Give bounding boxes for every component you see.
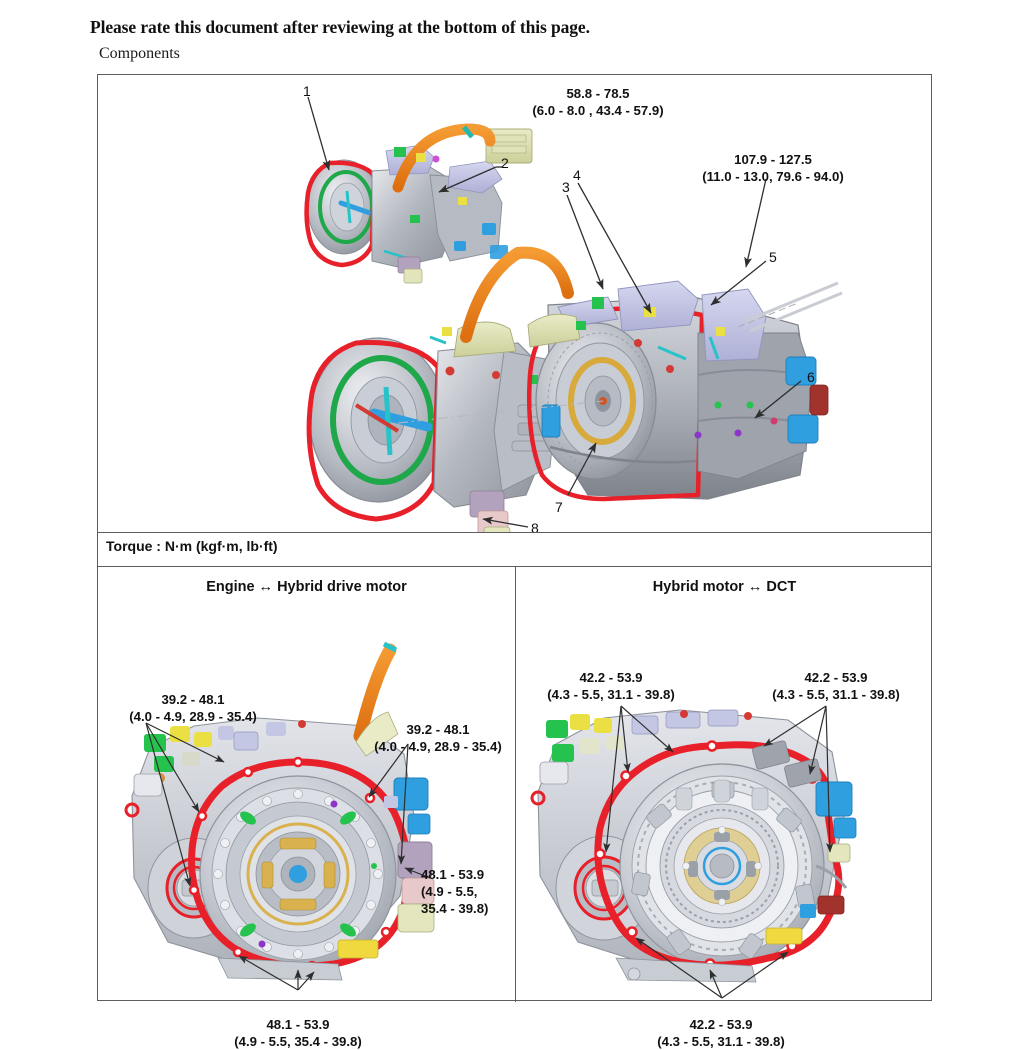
torque-value-line1: 48.1 - 53.9 (266, 1017, 330, 1032)
torque-value-line2: (4.9 - 5.5, 35.4 - 39.8) (234, 1034, 362, 1049)
torque-spec-left-upper: 39.2 - 48.1 (4.0 - 4.9, 28.9 - 35.4) (98, 691, 288, 725)
torque-unit-note: Torque : N·m (kgf·m, lb·ft) (106, 538, 278, 554)
leader-line-right-b (397, 743, 409, 865)
leader-line-right-a (763, 705, 827, 747)
torque-spec-top-center: 58.8 - 78.5 (6.0 - 8.0 , 43.4 - 57.9) (498, 85, 698, 119)
page-title: Components (99, 45, 180, 62)
leader-line-bottom-c (297, 971, 315, 991)
callout-number-4: 4 (573, 167, 581, 183)
leader-line-right-b (808, 705, 827, 775)
leader-line-left-a (145, 722, 225, 763)
leader-line-bottom-b (635, 937, 723, 999)
torque-value-line1: 48.1 - 53.9 (421, 867, 485, 882)
hybrid-motor-assembly (306, 247, 559, 532)
torque-value-line3: 35.4 - 39.8) (421, 901, 489, 916)
leader-line-left-b (145, 722, 200, 813)
torque-spec-right-upper: 42.2 - 53.9 (4.3 - 5.5, 31.1 - 39.8) (736, 669, 936, 703)
divider-between-panels (515, 566, 516, 1002)
leader-line-4 (577, 182, 652, 314)
leader-line-2 (438, 166, 497, 193)
leader-line-left-c (145, 722, 192, 887)
callout-number-3: 3 (562, 179, 570, 195)
torque-spec-left-upper: 42.2 - 53.9 (4.3 - 5.5, 31.1 - 39.8) (511, 669, 711, 703)
torque-spec-bottom-center: 48.1 - 53.9 (4.9 - 5.5, 35.4 - 39.8) (193, 1016, 403, 1050)
engine-hybrid-motor-graphics (124, 641, 435, 991)
torque-spec-bottom-center: 42.2 - 53.9 (4.3 - 5.5, 31.1 - 39.8) (616, 1016, 826, 1050)
torque-value-line1: 42.2 - 53.9 (579, 670, 643, 685)
divider-above-panels (98, 566, 931, 567)
exploded-view-illustration: 58.8 - 78.5 (6.0 - 8.0 , 43.4 - 57.9) 10… (98, 75, 933, 536)
torque-value-line1: 107.9 - 127.5 (734, 152, 812, 167)
leader-line-107 (744, 178, 767, 268)
panel-title-engine-hybrid-motor: Engine ↔ Hybrid drive motor (206, 579, 407, 595)
leader-line-7 (567, 442, 597, 496)
panel-hybrid-motor-dct: Hybrid motor ↔ DCT (516, 566, 936, 1049)
torque-spec-top-right: 107.9 - 127.5 (11.0 - 13.0, 79.6 - 94.0) (658, 151, 888, 185)
leader-line-bottom-c (721, 951, 789, 999)
upper-left-assembly (304, 123, 533, 284)
torque-value-line2: (4.9 - 5.5, (421, 884, 478, 899)
leader-line-bottom-b (238, 955, 299, 991)
torque-value-line1: 42.2 - 53.9 (804, 670, 868, 685)
leader-line-6 (754, 380, 802, 419)
callout-number-5: 5 (769, 249, 777, 265)
torque-value-line1: 58.8 - 78.5 (566, 86, 630, 101)
leader-line-8 (482, 516, 529, 528)
leader-line-left-a (620, 705, 674, 753)
torque-value-line2: (11.0 - 13.0, 79.6 - 94.0) (702, 169, 844, 184)
leader-line-left-c (603, 705, 622, 853)
callout-number-1: 1 (303, 83, 311, 99)
exploded-view-graphics (304, 96, 843, 532)
panel-engine-hybrid-motor: Engine ↔ Hybrid drive motor (98, 566, 515, 1049)
torque-value-line2: (4.3 - 5.5, 31.1 - 39.8) (772, 687, 900, 702)
torque-value-line1: 39.2 - 48.1 (161, 692, 225, 707)
rate-document-notice: Please rate this document after reviewin… (90, 17, 590, 37)
document-page: Please rate this document after reviewin… (90, 17, 936, 1049)
panel-title-hybrid-motor-dct: Hybrid motor ↔ DCT (652, 579, 797, 595)
divider-above-torque-note (98, 532, 931, 533)
torque-value-line2: (4.3 - 5.5, 31.1 - 39.8) (547, 687, 675, 702)
torque-value-line2: (4.3 - 5.5, 31.1 - 39.8) (657, 1034, 785, 1049)
torque-value-line2: (4.0 - 4.9, 28.9 - 35.4) (374, 739, 502, 754)
torque-value-line1: 42.2 - 53.9 (689, 1017, 753, 1032)
leader-line-right-c (825, 705, 834, 853)
torque-spec-right-upper: 39.2 - 48.1 (4.0 - 4.9, 28.9 - 35.4) (343, 721, 533, 755)
torque-value-line1: 39.2 - 48.1 (406, 722, 470, 737)
leader-line-bottom-a (709, 969, 723, 999)
components-figure-frame: 58.8 - 78.5 (6.0 - 8.0 , 43.4 - 57.9) 10… (97, 74, 936, 1049)
leader-line-3 (566, 194, 604, 290)
leader-line-5 (710, 260, 767, 306)
callout-number-6: 6 (807, 369, 815, 385)
callout-number-8: 8 (531, 520, 539, 536)
torque-value-line2: (4.0 - 4.9, 28.9 - 35.4) (129, 709, 257, 724)
torque-spec-right-middle: 48.1 - 53.9 (4.9 - 5.5, 35.4 - 39.8) (421, 866, 521, 917)
leader-line-1 (307, 96, 331, 171)
callout-number-2: 2 (501, 155, 509, 171)
leader-line-left-b (620, 705, 631, 773)
hybrid-motor-dct-graphics (530, 705, 857, 999)
torque-value-line2: (6.0 - 8.0 , 43.4 - 57.9) (532, 103, 664, 118)
callout-number-7: 7 (555, 499, 563, 515)
dct-transmission-assembly (397, 246, 843, 502)
